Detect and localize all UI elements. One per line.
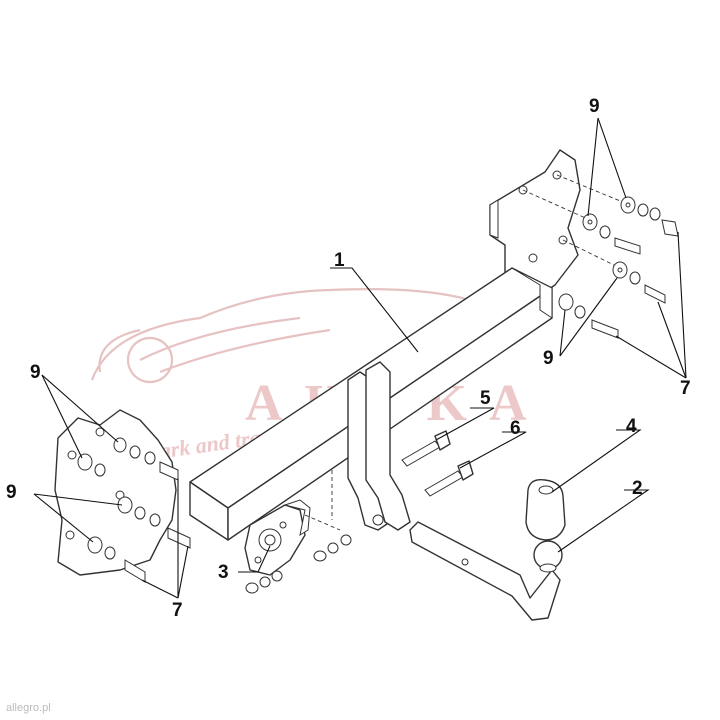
right-fasteners: [558, 196, 679, 339]
leader-lines: [33, 117, 687, 599]
callout-beam: 1: [334, 250, 345, 271]
callout-bolt-left: 7: [172, 600, 183, 621]
socket-plate: [244, 499, 341, 576]
callout-ball: 2: [632, 478, 643, 499]
callout-washer-right-lower: 9: [543, 348, 554, 369]
drawbar: [409, 479, 566, 621]
watermark-wheel-icon: [126, 336, 174, 384]
callout-washer-right-upper: 9: [589, 96, 600, 117]
callouts: 1 2 3 4 5 6 9 9 7 9 9 7: [6, 96, 691, 621]
callout-bolt-b: 6: [510, 418, 521, 439]
socket-fasteners: [245, 534, 352, 594]
callout-washer-left-upper: 9: [30, 362, 41, 383]
callout-socket-plate: 3: [218, 562, 229, 583]
source-credit: allegro.pl: [6, 702, 51, 714]
callout-bolt-a: 5: [480, 388, 491, 409]
left-fasteners: [77, 437, 191, 583]
callout-washer-left-lower: 9: [6, 482, 17, 503]
watermark-car-logo: [90, 288, 521, 381]
left-bracket: [54, 409, 177, 576]
callout-bolt-right: 7: [680, 378, 691, 399]
right-bracket: [489, 149, 631, 306]
callout-ball-cover: 4: [626, 416, 637, 437]
center-straps: [331, 361, 411, 531]
bolts-center: [401, 430, 474, 497]
